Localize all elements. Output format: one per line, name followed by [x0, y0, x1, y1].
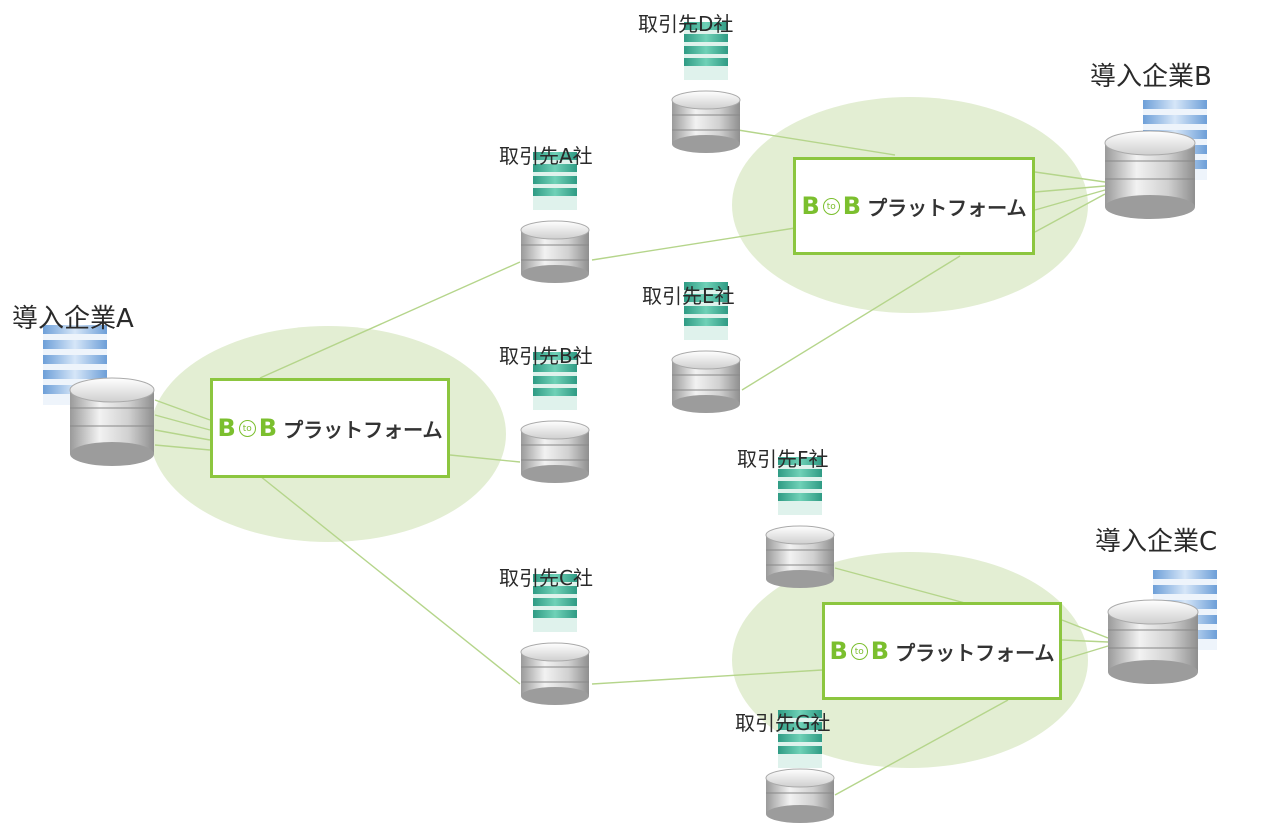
company-c-label: 導入企業C: [1095, 527, 1218, 557]
platform-to: to: [850, 642, 868, 660]
partner-e-server-icon: [671, 282, 741, 413]
company-a-server-icon: [43, 325, 155, 466]
partner-c-label: 取引先C社: [499, 566, 593, 590]
company-a-label: 導入企業A: [12, 304, 134, 334]
partner-g-label: 取引先G社: [735, 711, 831, 735]
platform-name: プラットフォーム: [283, 417, 443, 442]
partner-d-label: 取引先D社: [638, 12, 734, 36]
platform-name: プラットフォーム: [895, 640, 1055, 665]
company-b-server-icon: [1104, 100, 1207, 219]
partner-b-label: 取引先B社: [499, 344, 593, 368]
platform-b1: B: [217, 414, 236, 442]
company-c-server-icon: [1107, 570, 1217, 684]
partner-a-server-icon: [520, 152, 590, 283]
platform-b1: B: [829, 637, 848, 665]
platform-to: to: [238, 419, 256, 437]
platform-to: to: [822, 197, 840, 215]
partner-f-server-icon: [765, 457, 835, 588]
partner-b-server-icon: [520, 352, 590, 483]
platform-b2: B: [258, 414, 278, 442]
partner-d-server-icon: [671, 22, 741, 153]
partner-g-server-icon: [765, 710, 835, 823]
connection-lines: [154, 129, 1109, 796]
platform-b1: B: [801, 192, 820, 220]
platform-b2: B: [870, 637, 890, 665]
partner-a-label: 取引先A社: [499, 144, 593, 168]
platform-name: プラットフォーム: [867, 195, 1027, 220]
partner-e-label: 取引先E社: [642, 284, 735, 308]
platform-b2: B: [842, 192, 862, 220]
partner-c-server-icon: [520, 574, 590, 705]
company-b-label: 導入企業B: [1090, 62, 1212, 92]
partner-f-label: 取引先F社: [737, 447, 829, 471]
